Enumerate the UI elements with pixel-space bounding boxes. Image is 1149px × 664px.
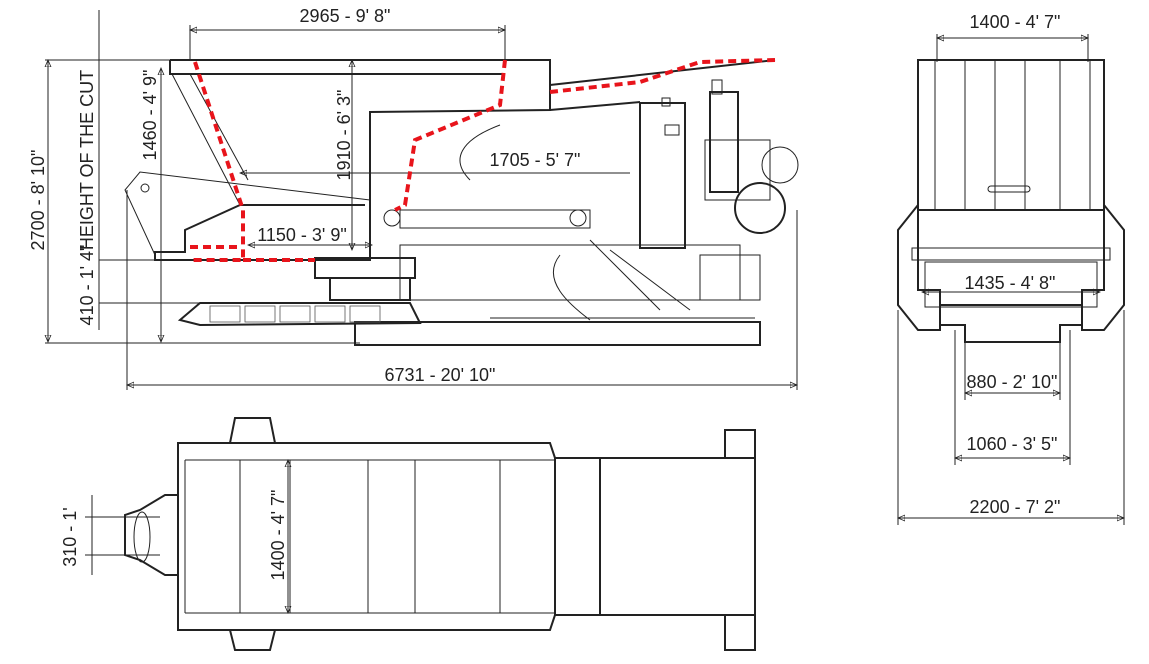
dim-bottom-height: 410 - 1' 4" (77, 245, 97, 326)
dim-front-inner-width: 1435 - 4' 8" (965, 273, 1056, 293)
cut-height-label: HEIGHT OF THE CUT (77, 70, 97, 250)
side-view: 2965 - 9' 8" 2700 - 8' 10" HEIGHT OF THE… (28, 6, 799, 390)
dim-track-width: 1060 - 3' 5" (967, 434, 1058, 454)
dim-hopper-height: 1460 - 4' 9" (140, 70, 160, 161)
front-view: 1400 - 4' 7" 1435 - 4' 8" 880 - 2' 10" 1… (897, 12, 1125, 525)
dim-total-length: 6731 - 20' 10" (385, 365, 496, 385)
dim-mid-height: 1910 - 6' 3" (334, 90, 354, 181)
dim-cut-depth: 1150 - 3' 9" (257, 225, 347, 245)
machine-top-outline (124, 417, 756, 651)
dim-belt-width: 1400 - 4' 7" (268, 490, 288, 581)
machine-front-outline (897, 59, 1125, 343)
cut-profile-front (190, 61, 245, 262)
top-view: 310 - 1' 1400 - 4' 7" (60, 417, 756, 651)
dim-reach: 1705 - 5' 7" (490, 150, 581, 170)
cut-profile-rear (549, 58, 776, 94)
dim-overall-width: 2200 - 7' 2" (970, 497, 1061, 517)
dim-front-top-width: 1400 - 4' 7" (970, 12, 1061, 32)
dim-nozzle-width: 310 - 1' (60, 507, 80, 566)
dim-top-width: 2965 - 9' 8" (300, 6, 391, 26)
cut-profile-top (394, 59, 507, 212)
dim-total-height: 2700 - 8' 10" (28, 150, 48, 251)
machine-side-outline (124, 59, 799, 346)
dim-track-gap: 880 - 2' 10" (967, 372, 1058, 392)
